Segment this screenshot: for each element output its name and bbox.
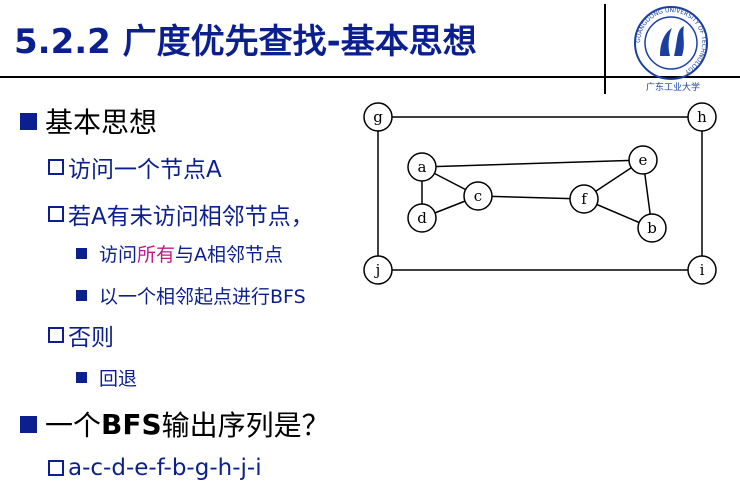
bullet-bfs-answer: a-c-d-e-f-b-g-h-j-i [48,455,262,481]
bullet-visit-node: 访问一个节点A [48,150,222,184]
bullet-basic-idea: 基本思想 [20,101,157,141]
node-h: h [687,102,717,132]
bullet-text: 访问一个节点A [68,157,222,183]
bullet-text: 以一个相邻起点进行BFS [99,286,306,308]
bullet-text: 否则 [68,325,114,351]
hollow-square-bullet-icon [48,460,64,476]
bullet-text-post: 输出序列是？ [161,409,330,442]
node-b: b [637,213,667,243]
title-divider [0,76,740,78]
bullet-backtrack: 回退 [76,364,137,391]
bullet-text: 基本思想 [45,106,158,139]
bullet-text: 若A有未访问相邻节点， [68,204,314,230]
bullet-unvisited-neighbors: 若A有未访问相邻节点， [48,197,314,231]
filled-square-bullet-icon [76,248,87,259]
slide-title: 5.2.2 广度优先查找-基本思想 [14,22,477,62]
node-c: c [463,181,493,211]
logo-caption: 广东工业大学 [645,83,700,93]
bullet-text-bold: BFS [101,407,162,441]
node-g: g [363,102,393,132]
filled-square-bullet-icon [76,372,87,383]
node-label: h [697,108,707,126]
node-f: f [569,184,599,214]
node-i: i [687,255,717,285]
hollow-square-bullet-icon [48,206,64,222]
bullet-text-post: 与A相邻节点 [175,244,284,266]
bullet-bfs-from-neighbor: 以一个相邻起点进行BFS [76,282,306,309]
node-d: d [407,203,437,233]
filled-square-bullet-icon [20,112,37,130]
university-logo: GUANGDONG UNIVERSITY OF TECHNOLOGY [634,6,708,80]
hollow-square-bullet-icon [48,159,64,175]
node-label: i [700,261,705,279]
node-label: b [647,219,657,237]
bullet-text-pre: 访问 [99,244,138,266]
filled-square-bullet-icon [76,290,87,301]
node-label: c [474,187,482,205]
bullet-text: a-c-d-e-f-b-g-h-j-i [68,455,262,481]
bullet-text: 回退 [99,368,138,390]
edge-c-f [477,195,585,200]
bullet-text-accent: 所有 [137,244,176,266]
filled-square-bullet-icon [20,415,37,433]
node-label: d [417,209,427,227]
bullet-visit-all-neighbors: 访问所有与A相邻节点 [76,240,283,267]
node-a: a [407,152,437,182]
node-j: j [363,255,393,285]
hollow-square-bullet-icon [48,327,64,343]
node-label: a [418,158,427,176]
node-label: j [374,261,381,279]
node-label: f [581,190,588,208]
bullet-text-pre: 一个 [45,409,102,442]
logo-divider [604,4,606,94]
node-label: e [639,151,648,169]
bullet-otherwise: 否则 [48,318,114,352]
node-label: g [373,108,383,126]
edge-a-e [421,159,644,168]
node-e: e [628,145,658,175]
